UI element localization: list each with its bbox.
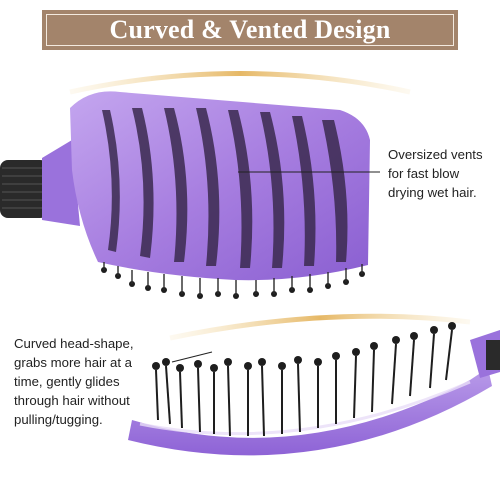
curve-caption: Curved head-shape, grabs more hair at a … bbox=[14, 334, 162, 429]
accent-arc-bottom bbox=[169, 313, 471, 341]
vents-caption-line: Oversized vents bbox=[388, 147, 483, 162]
vents-caption-line: for fast blow bbox=[388, 166, 460, 181]
curve-caption-line: through hair without bbox=[14, 393, 130, 408]
curve-pointer bbox=[171, 351, 213, 363]
curved-brush-side-view-icon bbox=[128, 322, 500, 456]
brush-handle bbox=[0, 160, 48, 218]
vents-caption: Oversized vents for fast blow drying wet… bbox=[388, 145, 500, 202]
banner-title: Curved & Vented Design bbox=[109, 15, 391, 44]
vented-brush-front-view-icon bbox=[0, 91, 380, 299]
curve-caption-line: Curved head-shape, bbox=[14, 336, 134, 351]
accent-arc-top bbox=[69, 71, 411, 95]
title-banner: Curved & Vented Design bbox=[42, 10, 458, 50]
curve-caption-line: pulling/tugging. bbox=[14, 412, 103, 427]
curve-caption-line: time, gently glides bbox=[14, 374, 120, 389]
side-brush-base bbox=[128, 368, 492, 456]
brush-neck bbox=[42, 140, 80, 226]
banner-frame bbox=[46, 14, 454, 46]
vents-caption-line: drying wet hair. bbox=[388, 185, 477, 200]
curve-caption-line: grabs more hair at a bbox=[14, 355, 133, 370]
